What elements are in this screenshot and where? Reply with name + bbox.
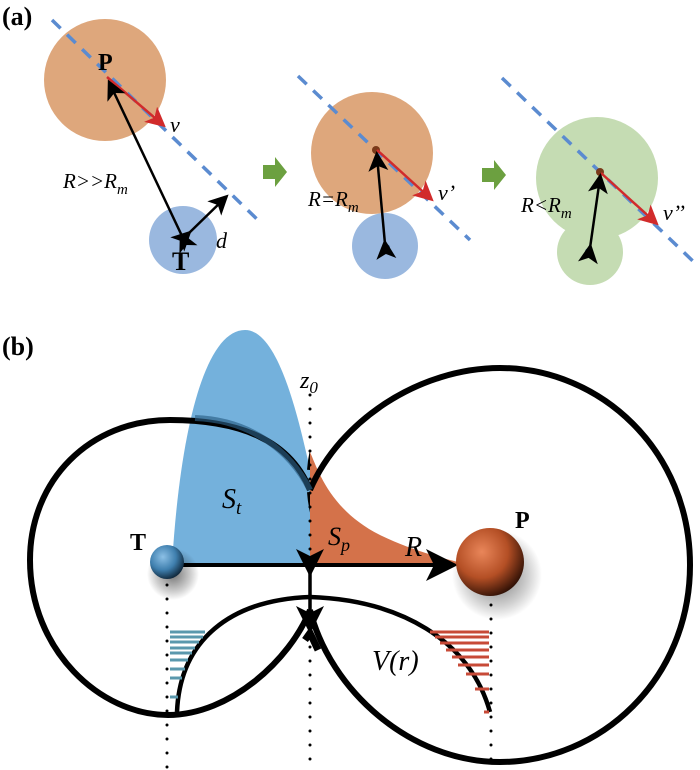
step-arrow-2: [482, 160, 506, 190]
stage-1-far-approach: P T v d R>>Rm: [44, 18, 264, 276]
panel-b-label: (b): [2, 332, 34, 361]
distance-arrow: [577, 173, 608, 265]
distance-relation: R=Rm: [307, 187, 359, 216]
target-label: T: [172, 247, 189, 276]
distance-label: R: [404, 532, 422, 563]
target-sphere: [150, 545, 184, 579]
projectile-nucleus: [44, 19, 166, 141]
potential-curve-left: [174, 594, 311, 713]
distance-arrow: [107, 79, 198, 254]
stage-2-touching: v’ R=Rm: [296, 74, 472, 279]
projectile-sphere: [456, 528, 524, 596]
projectile-density-region: [310, 452, 470, 565]
projectile-shape-outline: [307, 364, 694, 766]
target-outline-overlay: [194, 415, 313, 492]
target-hatch: [170, 630, 205, 699]
velocity-label: v: [170, 112, 180, 137]
projectile-area-label: Sp: [328, 522, 350, 555]
target-density-region: [172, 330, 310, 565]
impact-parameter-label: d: [216, 228, 228, 253]
panel-b: (b) z0: [2, 330, 694, 770]
step-arrow-1: [263, 157, 287, 187]
target-shape-outline-left: [26, 416, 313, 719]
target-center-dot: [585, 248, 593, 256]
distance-arrow: [368, 151, 397, 260]
target-label: T: [130, 530, 146, 556]
panel-a-label: (a): [2, 2, 32, 31]
velocity-label: v’’: [663, 200, 685, 225]
trajectory-line: [296, 74, 472, 242]
target-area-label: St: [222, 484, 242, 519]
target-center-dot: [382, 244, 390, 252]
projectile-label: P: [515, 508, 530, 534]
projectile-hatch: [430, 630, 489, 714]
impact-parameter-arrow: [170, 194, 229, 252]
velocity-arrow: [600, 172, 659, 226]
distance-relation: R<Rm: [520, 193, 572, 222]
trajectory-line: [50, 18, 264, 226]
stage-3-merging: v’’ R<Rm: [500, 76, 699, 285]
projectile-label: P: [98, 50, 113, 76]
panel-a: (a) P T v d R>>Rm v’ R=Rm: [2, 2, 699, 285]
distance-relation: R>>Rm: [62, 169, 128, 198]
velocity-label: v’: [438, 180, 455, 205]
potential-label: V(r): [372, 646, 419, 677]
neck-label: z0: [299, 368, 318, 397]
potential-curve-right: [309, 594, 493, 713]
